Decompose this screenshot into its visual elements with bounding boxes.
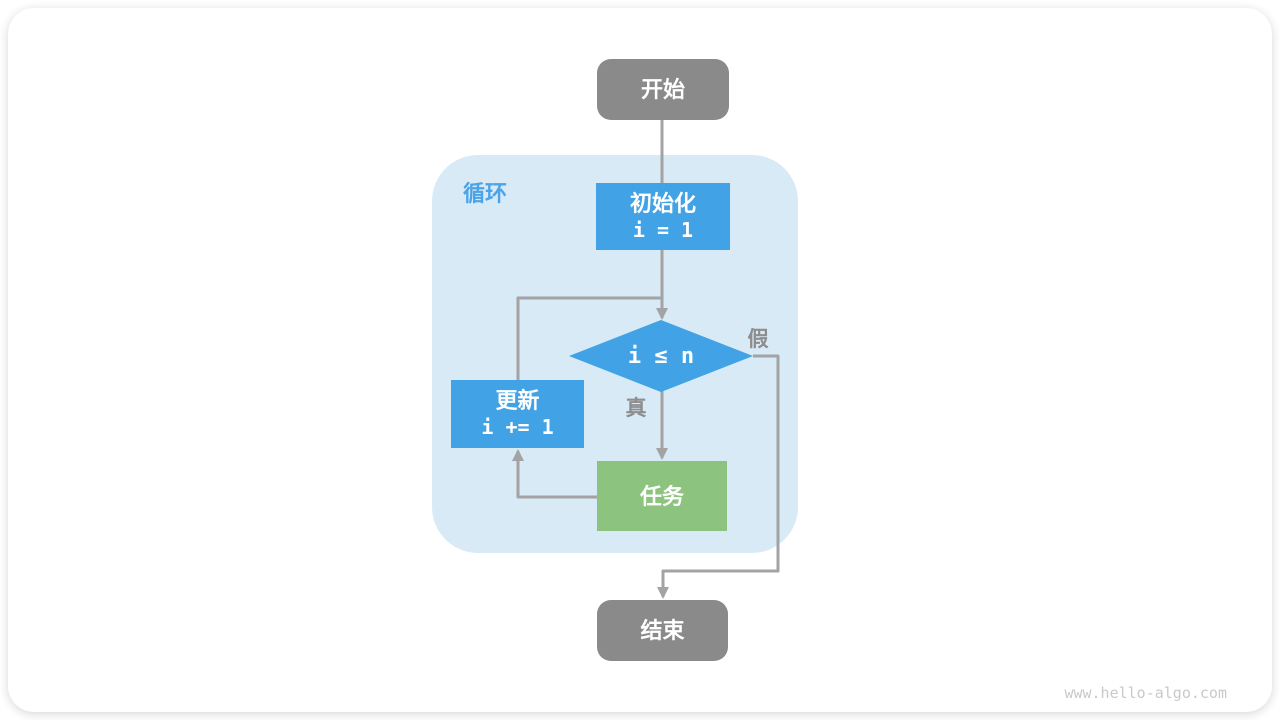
task-node: 任务	[597, 461, 727, 531]
start-node: 开始	[597, 59, 729, 120]
init-node-code: i = 1	[632, 217, 694, 242]
end-node-label: 结束	[640, 618, 685, 643]
diagram-card: 循环 开始 初始化 i = 1 i ≤ n 真 假	[8, 8, 1272, 712]
condition-node-label: i ≤ n	[627, 343, 695, 369]
update-node-code: i += 1	[481, 415, 554, 439]
loop-scope-label: 循环	[463, 181, 508, 206]
watermark-text: www.hello-algo.com	[1064, 684, 1227, 702]
update-node-title: 更新	[495, 388, 540, 413]
end-node: 结束	[597, 600, 728, 661]
branch-label-false: 假	[747, 328, 769, 351]
start-node-label: 开始	[640, 77, 685, 102]
update-node: 更新 i += 1	[451, 380, 584, 448]
init-node: 初始化 i = 1	[596, 183, 730, 250]
init-node-title: 初始化	[629, 190, 696, 216]
task-node-label: 任务	[639, 483, 684, 509]
branch-label-true: 真	[625, 397, 647, 420]
